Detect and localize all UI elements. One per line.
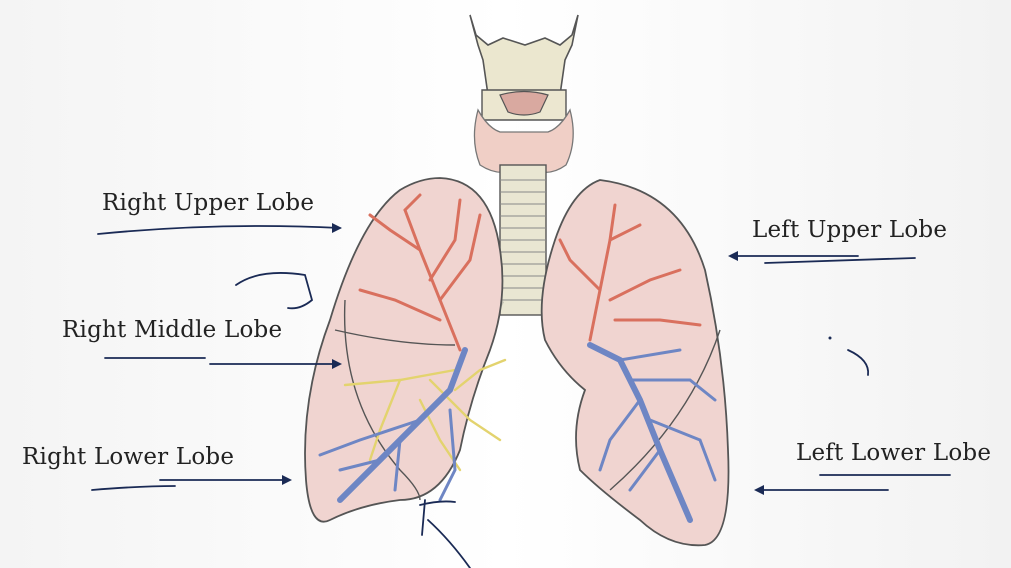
- arrowheads: [282, 223, 764, 495]
- label-left-lower-lobe: Left Lower Lobe: [796, 440, 992, 466]
- ink-dot: [828, 336, 832, 340]
- scribble-mark-3: [419, 499, 471, 568]
- label-right-lower-lobe: Right Lower Lobe: [22, 444, 235, 470]
- scribble-mark-2: [847, 349, 870, 376]
- larynx: [469, 14, 579, 121]
- label-left-upper-lobe: Left Upper Lobe: [752, 217, 948, 243]
- label-right-upper-lobe: Right Upper Lobe: [102, 190, 315, 216]
- underline-right-upper: [97, 225, 341, 235]
- scribble-mark-1: [235, 272, 314, 310]
- underline-left-upper: [764, 257, 916, 264]
- underline-right-lower: [91, 485, 176, 491]
- right-lung: [304, 177, 507, 523]
- left-lung: [540, 179, 730, 547]
- thyroid-gland: [473, 108, 574, 173]
- annotation-strokes: [91, 225, 951, 568]
- label-right-middle-lobe: Right Middle Lobe: [62, 317, 283, 343]
